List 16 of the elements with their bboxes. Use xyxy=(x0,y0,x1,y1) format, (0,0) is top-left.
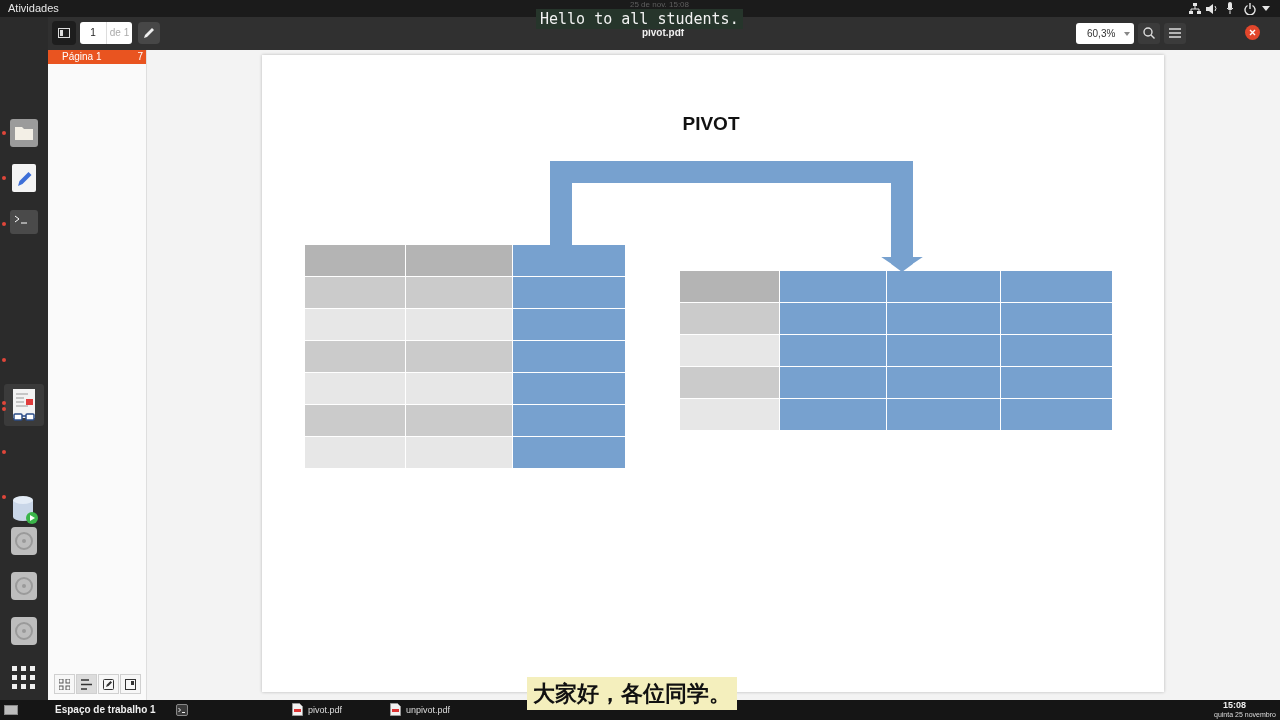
data-table xyxy=(680,271,1113,431)
zoom-dropdown: 60,3% xyxy=(1076,23,1134,44)
subtitle-caption: 大家好，各位同学。 xyxy=(527,677,737,710)
subtitle-caption: Hello to all students. xyxy=(536,9,743,29)
page-label: 7 xyxy=(137,51,143,63)
activities-label: Atividades xyxy=(8,2,59,15)
clock-time: 15:08 xyxy=(1223,700,1247,710)
taskbar-item: pivot.pdf xyxy=(291,702,343,718)
taskbar-item: unpivot.pdf xyxy=(389,702,451,718)
data-table xyxy=(305,245,626,469)
page-number-field: 1 xyxy=(80,22,106,44)
page-count-label: de 1 xyxy=(106,22,132,44)
outline-entry: Página 1 xyxy=(62,51,102,63)
window-title: pivot.pdf xyxy=(641,27,685,39)
workspace-label: Espaço de trabalho 1 xyxy=(55,703,156,716)
diagram-title: PIVOT xyxy=(682,113,740,135)
